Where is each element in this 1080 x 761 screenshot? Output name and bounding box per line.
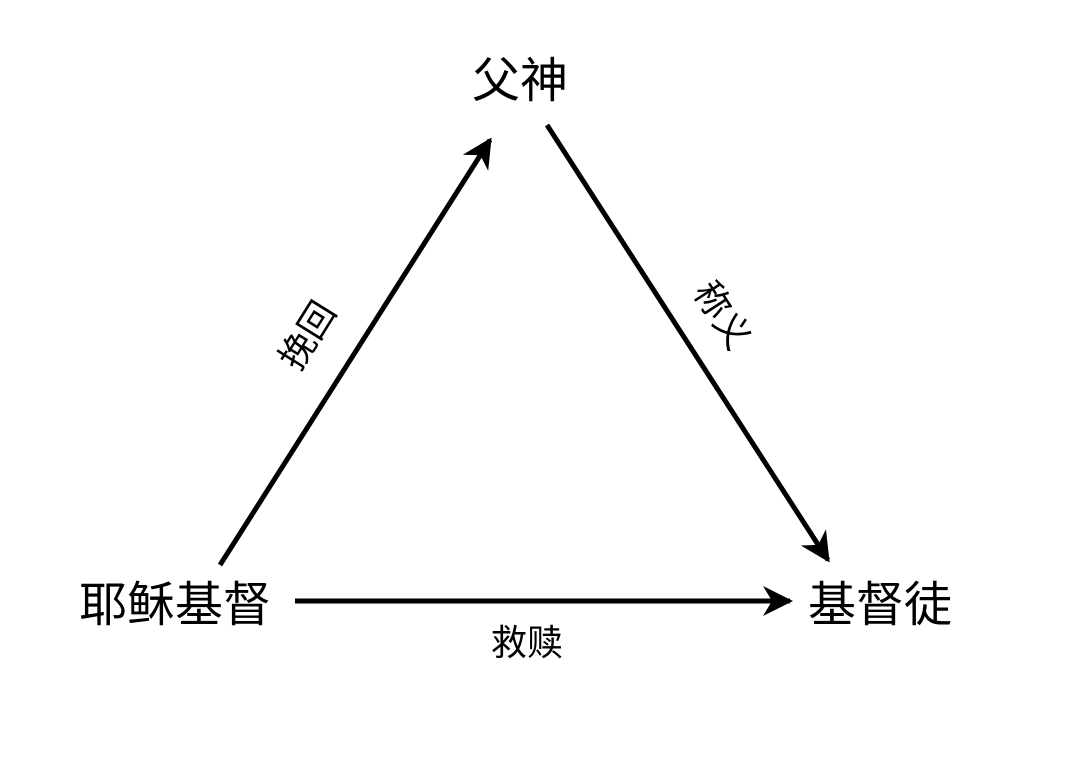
label-redemption: 救赎 [491, 623, 563, 664]
edge-father-to-christian [544, 123, 831, 563]
edge-jesus-to-father [217, 137, 493, 567]
label-propitiation: 挽回 [272, 295, 345, 378]
node-father: 父神 [472, 53, 568, 109]
label-justification: 称义 [685, 274, 759, 357]
node-jesus: 耶稣基督 [79, 577, 271, 633]
node-christian: 基督徒 [808, 577, 952, 633]
